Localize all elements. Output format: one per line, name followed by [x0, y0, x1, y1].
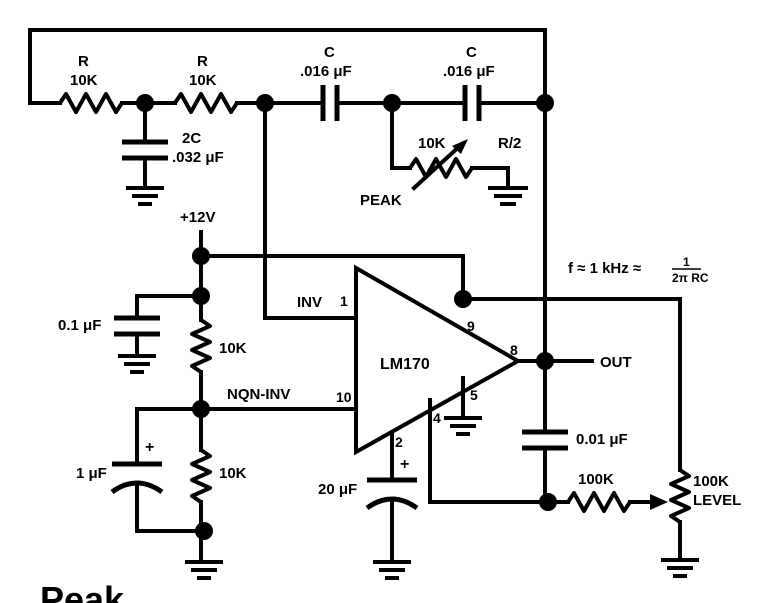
- ground-symbol: [373, 560, 411, 580]
- inv-label: INV: [297, 294, 322, 311]
- level-label: LEVEL: [693, 492, 741, 509]
- formula-denominator: 2π RC: [672, 271, 709, 285]
- c1-name-label: C: [324, 44, 335, 61]
- ground-symbol: [444, 416, 482, 436]
- level-potentiometer: [669, 468, 691, 524]
- bypass-cap-label: 0.1 μF: [58, 317, 101, 334]
- c1uf-label: 1 μF: [76, 465, 107, 482]
- junction-dot: [192, 247, 210, 265]
- c-out-label: 0.01 μF: [576, 431, 628, 448]
- ground-symbol: [661, 558, 699, 578]
- c2c-value-label: .032 μF: [172, 149, 224, 166]
- peak-potentiometer: [408, 157, 474, 179]
- pin-9-label: 9: [467, 318, 475, 334]
- c2-name-label: C: [466, 44, 477, 61]
- pin-5-label: 5: [470, 387, 478, 403]
- r2-name-label: R: [197, 53, 208, 70]
- pin-2-label: 2: [395, 434, 403, 450]
- c2-value-label: .016 μF: [443, 63, 495, 80]
- c1uf-polarity: +: [145, 439, 154, 456]
- pin-8-label: 8: [510, 342, 518, 358]
- peak-label: PEAK: [360, 192, 402, 209]
- ground-symbol: [118, 354, 156, 374]
- lm170-chip: LM170 1 10 9 8 5 4 2: [336, 264, 523, 456]
- resistor-level: [566, 491, 632, 513]
- figure-caption: Peak: [40, 579, 125, 603]
- c2c-name-label: 2C: [182, 130, 201, 147]
- capacitor-bypass: [114, 315, 160, 337]
- r2-value-label: 10K: [189, 72, 217, 89]
- r-half-label: R/2: [498, 135, 521, 152]
- resistor-r1: [58, 92, 124, 114]
- formula-lhs: f ≈ 1 kHz ≈: [568, 260, 641, 277]
- non-inv-label: NQN-INV: [227, 386, 290, 403]
- bias-top-label: 10K: [219, 340, 247, 357]
- resistor-bias-top: [190, 318, 212, 374]
- bias-network: +12V 0.1 μF 10K NQN-INV 10K: [58, 209, 465, 580]
- junction-dot: [536, 352, 554, 370]
- out-label: OUT: [600, 354, 632, 371]
- capacitor-c2: [462, 85, 482, 121]
- rc-network: R 10K R 10K C .016 μF C .016 μF 2C .032 …: [28, 28, 554, 209]
- bias-bottom-label: 10K: [219, 465, 247, 482]
- ground-symbol: [126, 186, 164, 206]
- r-level-label: 100K: [578, 471, 614, 488]
- resistor-r2: [173, 92, 239, 114]
- pin-1-label: 1: [340, 293, 348, 309]
- peak-pot-value-label: 10K: [418, 135, 446, 152]
- pin-10-label: 10: [336, 389, 352, 405]
- ground-symbol: [488, 186, 528, 206]
- c1-value-label: .016 μF: [300, 63, 352, 80]
- pin-4-label: 4: [433, 410, 441, 426]
- r1-value-label: 10K: [70, 72, 98, 89]
- r1-name-label: R: [78, 53, 89, 70]
- capacitor-2c: [122, 139, 168, 161]
- c20uf-polarity: +: [400, 456, 409, 473]
- supply-label: +12V: [180, 209, 215, 226]
- resistor-bias-bottom: [190, 448, 212, 504]
- level-pot-value-label: 100K: [693, 473, 729, 490]
- c20uf-label: 20 μF: [318, 481, 357, 498]
- formula-numerator: 1: [683, 255, 690, 269]
- frequency-formula: f ≈ 1 kHz ≈ 1 2π RC: [568, 255, 709, 285]
- chip-name: LM170: [380, 356, 430, 373]
- capacitor-out: [522, 429, 568, 451]
- ground-symbol: [185, 560, 223, 580]
- capacitor-c1: [320, 85, 340, 121]
